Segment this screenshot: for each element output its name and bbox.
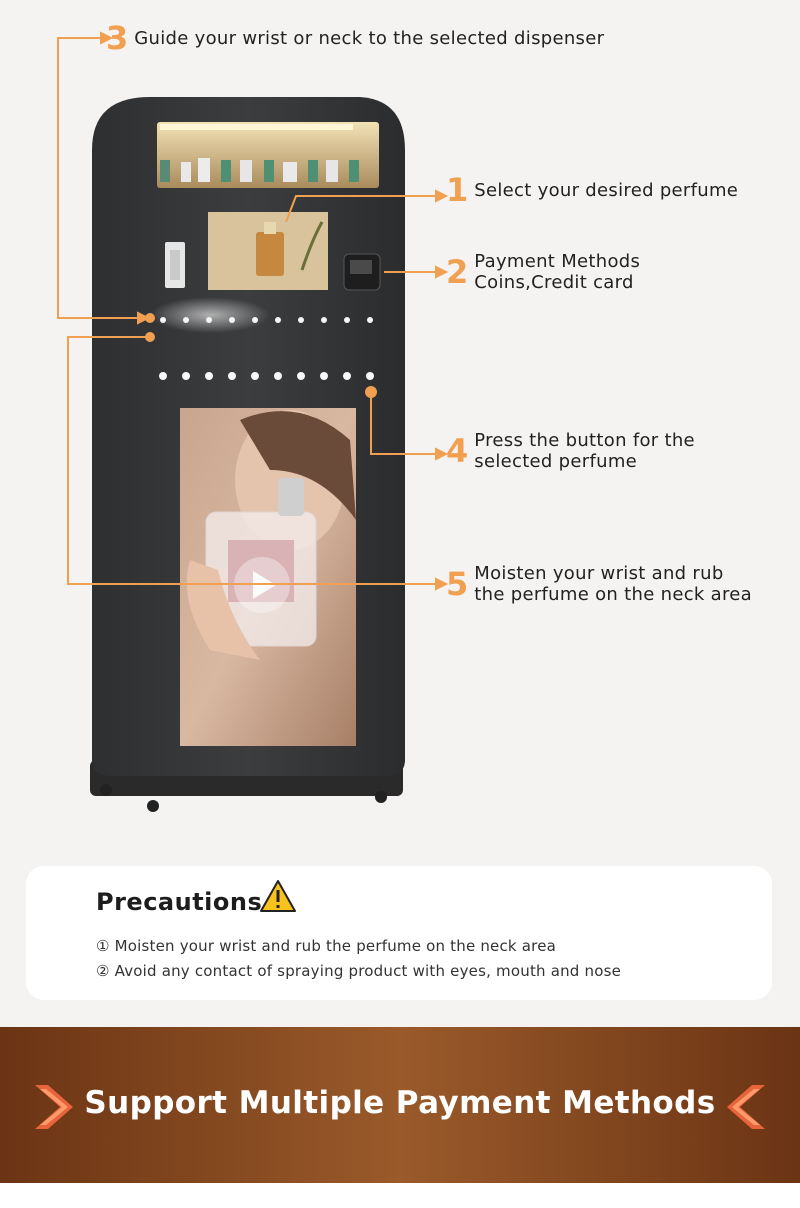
step-text: the perfume on the neck area [474, 584, 752, 605]
step-number: 4 [446, 432, 469, 470]
step-text: Select your desired perfume [474, 179, 739, 201]
step-text: Press the button for the [474, 430, 695, 451]
featured-bottle [256, 232, 284, 276]
step-2: 2 Payment Methods Coins,Credit card [446, 251, 640, 293]
precaution-item: ② Avoid any contact of spraying product … [96, 962, 622, 980]
shelf-light [160, 124, 353, 130]
footer-strip [0, 1183, 800, 1208]
step-text: Moisten your wrist and rub [474, 563, 724, 584]
payment-banner: Support Multiple Payment Methods [0, 1027, 800, 1183]
dispenser-row [160, 317, 373, 323]
step-number: 3 [106, 19, 129, 57]
precautions-card: Precautions ① Moisten your wrist and rub… [26, 866, 772, 1000]
step-number: 2 [446, 253, 469, 291]
wheel [100, 784, 112, 796]
wheel [147, 800, 159, 812]
chevron-left-icon [727, 1085, 765, 1129]
step-5: 5 Moisten your wrist and rub the perfume… [446, 563, 752, 605]
step-1: 1 Select your desired perfume [446, 174, 738, 206]
step-number: 5 [446, 565, 469, 603]
step-text: Payment Methods [474, 251, 641, 272]
chevron-right-icon [35, 1085, 73, 1129]
step-text: Coins,Credit card [474, 272, 634, 293]
precautions-title: Precautions [96, 888, 263, 916]
leader-lines [57, 31, 449, 591]
vending-machine-illustration [57, 31, 449, 812]
step-text: Guide your wrist or neck to the selected… [134, 27, 605, 49]
precaution-item: ① Moisten your wrist and rub the perfume… [96, 937, 557, 955]
perfume-shelf [157, 122, 379, 188]
perfume-bottles [160, 158, 359, 182]
button-row [159, 372, 374, 380]
step-text: selected perfume [474, 451, 638, 472]
wheel [375, 791, 387, 803]
banner-title: Support Multiple Payment Methods [84, 1085, 716, 1121]
step-number: 1 [446, 171, 469, 209]
spray-mist [150, 297, 270, 333]
warning-icon [260, 880, 296, 912]
step-3: 3 Guide your wrist or neck to the select… [106, 22, 604, 54]
step-4: 4 Press the button for the selected perf… [446, 430, 695, 472]
